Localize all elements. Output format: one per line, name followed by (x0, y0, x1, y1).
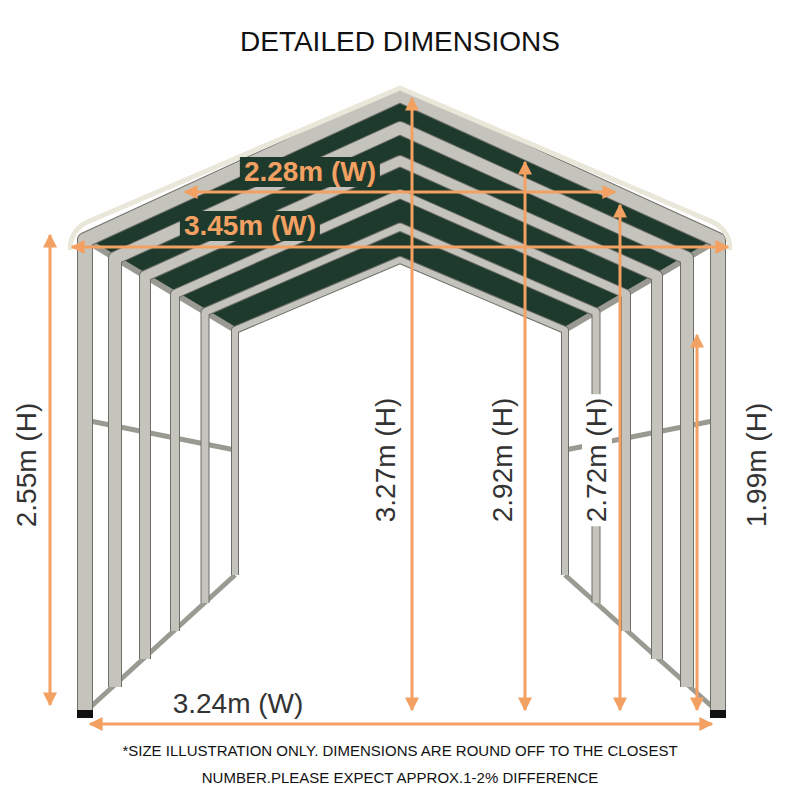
top-rail (85, 240, 235, 330)
dimension-label: 3.24m (W) (169, 689, 308, 719)
arch-edge (175, 194, 626, 631)
arch-edge (115, 128, 687, 687)
top-rail (565, 240, 718, 330)
dimension-line (524, 162, 527, 710)
foot-plate (77, 710, 93, 718)
arch (175, 194, 626, 631)
arch (205, 227, 596, 603)
dimension-label: 2.28m (W) (240, 157, 380, 187)
footnote-caption: *SIZE ILLUSTRATION ONLY. DIMENSIONS ARE … (100, 737, 700, 791)
frame-arches (85, 95, 718, 712)
arch-edge (85, 95, 718, 712)
arch (145, 161, 657, 659)
arch (115, 128, 687, 687)
dimension-lines (50, 98, 728, 724)
dimension-label: 1.99m (H) (742, 399, 772, 531)
arch (235, 260, 565, 575)
dimension-label: 2.72m (H) (582, 394, 612, 526)
dimension-line (619, 205, 622, 710)
arch-edge (145, 161, 657, 659)
dimension-label: 3.45m (W) (180, 211, 320, 241)
dimension-label: 3.27m (H) (371, 394, 401, 526)
dimension-line (72, 246, 728, 249)
dimension-line (696, 335, 699, 710)
mid-rail (85, 420, 235, 450)
diagram-title: DETAILED DIMENSIONS (240, 28, 560, 56)
dimension-label: 2.55m (H) (12, 399, 42, 531)
roof-trim (70, 88, 730, 250)
arch-edge (205, 227, 596, 603)
base-rail (565, 575, 718, 712)
arch-edge (235, 260, 565, 575)
arch (85, 95, 718, 712)
dimension-line (49, 235, 52, 705)
dimension-line (90, 723, 712, 726)
dimension-line (411, 98, 414, 710)
dimension-label: 2.92m (H) (488, 394, 518, 526)
foot-plate (710, 710, 726, 718)
dimension-line (185, 191, 615, 194)
